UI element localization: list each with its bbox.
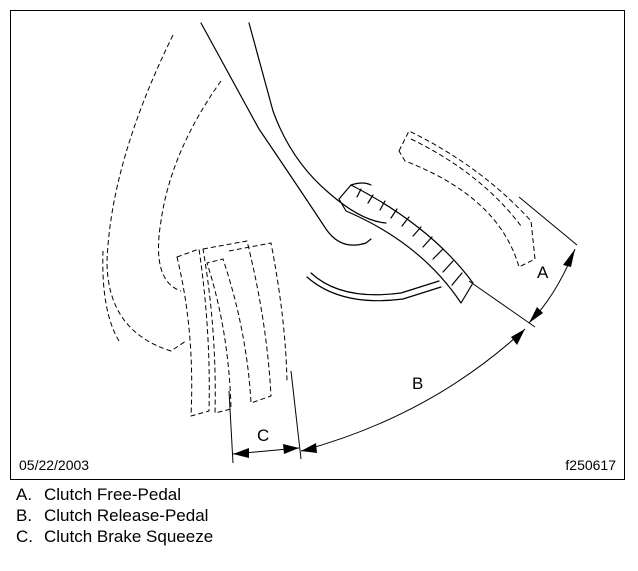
pedal-diagram: A B C — [102, 22, 578, 464]
legend-item-b: B. Clutch Release-Pedal — [16, 505, 616, 526]
dashed-pad-upper-inner — [410, 138, 522, 227]
dashed-pad-3 — [228, 242, 288, 384]
figure-date: 05/22/2003 — [19, 457, 90, 473]
callout-b: B — [412, 374, 423, 393]
callout-c: C — [257, 426, 269, 445]
dashed-pad-1 — [176, 248, 210, 417]
legend-item-c: C. Clutch Brake Squeeze — [16, 526, 616, 547]
pedal-pad — [338, 184, 474, 304]
dashed-pad-upper — [398, 130, 536, 268]
arrow-c-right — [283, 444, 299, 454]
arrow-b-bottom — [301, 443, 317, 453]
ext-line-b-top — [468, 280, 536, 328]
callout-a: A — [537, 263, 549, 282]
pedal-pad-tread-line — [350, 182, 372, 186]
pedal-lever-outline-right — [248, 22, 387, 224]
arrow-a-top — [563, 249, 575, 267]
pedal-lever-lower — [310, 272, 440, 296]
dim-arc-b — [300, 328, 526, 452]
ext-line-c-left — [228, 390, 234, 464]
pedal-pad-treads — [356, 188, 463, 286]
ext-line-c-right — [290, 370, 302, 460]
legend-key: C. — [16, 527, 33, 546]
dashed-lever-left-outer — [102, 250, 120, 342]
pedal-lever-outline — [200, 22, 372, 246]
arrow-b-top — [511, 329, 525, 345]
dashed-lever-left-inner — [158, 80, 222, 292]
dashed-lever-left — [106, 34, 187, 352]
pedal-lever-lower-2 — [306, 276, 442, 302]
legend-key: B. — [16, 506, 33, 525]
legend: A. Clutch Free-Pedal B. Clutch Release-P… — [16, 484, 616, 547]
legend-label: Clutch Free-Pedal — [44, 485, 182, 504]
figure-frame: A B C 05/22/2003 f250617 — [10, 10, 625, 480]
ext-line-a-top — [518, 196, 578, 246]
legend-key: A. — [16, 485, 33, 504]
legend-label: Clutch Release-Pedal — [44, 506, 209, 525]
legend-item-a: A. Clutch Free-Pedal — [16, 484, 616, 505]
dashed-pad-2 — [202, 240, 272, 414]
figure-id: f250617 — [565, 457, 616, 473]
arrow-a-bottom — [529, 307, 543, 323]
arrow-c-left — [233, 448, 249, 458]
legend-label: Clutch Brake Squeeze — [44, 527, 214, 546]
